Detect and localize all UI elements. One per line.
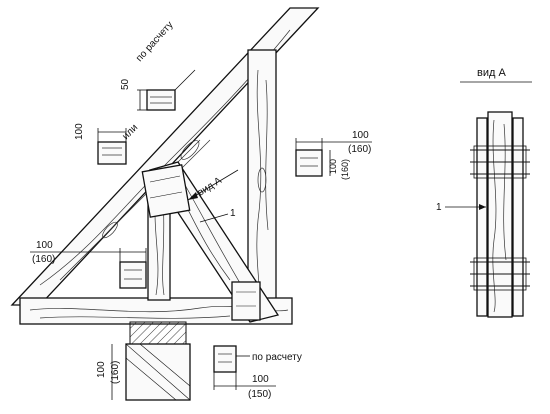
view-a-marker: вид А <box>187 169 239 201</box>
dim-100-right-label: 100 <box>352 130 369 141</box>
dim-160-right-label: (160) <box>348 144 371 155</box>
gusset-plate-top <box>141 164 191 218</box>
view-a-left-plate <box>476 117 488 317</box>
view-a: вид А 1 <box>436 67 532 318</box>
callout-1-main-label: 1 <box>230 208 236 219</box>
view-a-bottom-bolts <box>470 257 530 291</box>
section-100-right: 100 (160) 100 (160) <box>295 130 372 180</box>
view-a-title: вид А <box>477 67 506 79</box>
support-pad <box>129 321 187 345</box>
dim-100-bottom-v-label: 100 <box>96 361 107 378</box>
callout-1-main: 1 <box>199 208 236 223</box>
po-raschetu-bottom-label: по расчету <box>252 352 302 363</box>
vertical-post <box>247 49 277 306</box>
po-raschetu-top-label: по расчету <box>134 20 176 64</box>
callout-1-view-label: 1 <box>436 202 442 213</box>
dim-160-right-v-label: (160) <box>340 159 350 180</box>
dim-100-bottom-h-label: 100 <box>252 374 269 385</box>
gusset-plate-bottom <box>231 281 261 321</box>
section-100-left: 100 (160) <box>30 240 147 289</box>
dim-100-right-v-label: 100 <box>328 159 338 174</box>
dims-bottom: 100 (160) 100 (150) по расчету <box>96 344 302 400</box>
section-po-raschetu-top: 50 по расчету <box>120 20 196 111</box>
dim-100-topleft-label: 100 <box>74 123 85 140</box>
dim-150-bottom-label: (150) <box>248 389 271 400</box>
view-a-marker-label: вид А <box>196 175 224 198</box>
dim-100-left-label: 100 <box>36 240 53 251</box>
dim-160-bottom-v-label: (160) <box>110 361 121 384</box>
truss-main <box>10 7 320 401</box>
view-a-right-plate <box>512 117 524 317</box>
dim-50-label: 50 <box>120 78 131 90</box>
dim-160-left-label: (160) <box>32 254 55 265</box>
view-a-top-bolts <box>470 145 530 179</box>
section-100-topleft: 100 <box>74 123 127 165</box>
